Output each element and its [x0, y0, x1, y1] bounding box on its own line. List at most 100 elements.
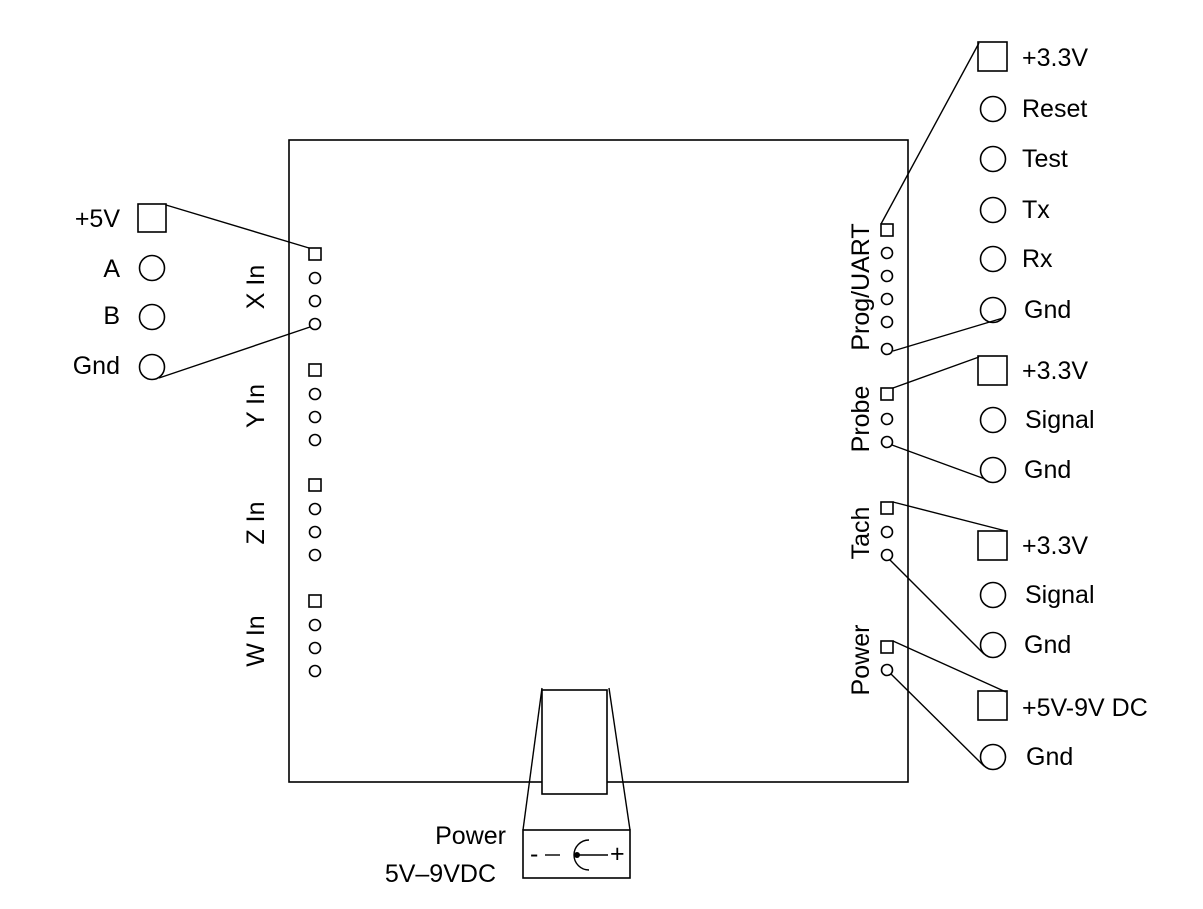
power-ext-label-2: Gnd	[1026, 743, 1073, 771]
left-connector: +5V A B Gnd	[73, 203, 167, 381]
tach-ext-pin-1	[977, 530, 1008, 561]
prog-uart-pin-4	[880, 292, 894, 306]
wire-left-gnd	[158, 326, 311, 379]
tach-pin-2	[880, 525, 894, 539]
w-in-header: W In	[242, 594, 322, 678]
left-pin-label-a: A	[103, 255, 120, 283]
left-pin-label-5v: +5V	[75, 205, 121, 233]
left-pin-label-gnd: Gnd	[73, 352, 120, 380]
prog-uart-ext-label-5: Rx	[1022, 245, 1053, 273]
tach-ext-label-3: Gnd	[1024, 631, 1071, 659]
probe-pin-2	[880, 412, 894, 426]
probe-header: Probe	[847, 386, 894, 453]
wires	[158, 42, 1007, 767]
wire-probe-gnd	[891, 444, 986, 480]
probe-connector: +3.3V Signal Gnd	[977, 355, 1095, 484]
y-in-label: Y In	[242, 384, 270, 428]
prog-uart-ext-pin-5	[979, 245, 1007, 273]
barrel-jack-leader-left	[522, 687, 543, 831]
x-in-pin-1	[308, 247, 322, 261]
wire-prog-uart-gnd	[892, 317, 1004, 352]
left-pin-gnd	[138, 353, 166, 381]
tach-ext-label-2: Signal	[1025, 581, 1095, 609]
probe-label: Probe	[847, 386, 875, 453]
barrel-jack-assembly: - + Power 5V–9VDC	[385, 687, 631, 888]
x-in-pin-3	[308, 294, 322, 308]
power-header: Power	[847, 625, 894, 696]
barrel-jack-plus: +	[610, 840, 625, 868]
y-in-pin-2	[308, 387, 322, 401]
barrel-jack-leader-right	[608, 687, 631, 831]
tach-pin-1	[880, 501, 894, 515]
prog-uart-header: Prog/UART	[847, 223, 894, 356]
tach-ext-pin-3	[979, 631, 1007, 659]
z-in-pin-1	[308, 478, 322, 492]
power-pin-1	[880, 640, 894, 654]
prog-uart-ext-label-2: Reset	[1022, 95, 1087, 123]
prog-uart-ext-pin-4	[979, 196, 1007, 224]
probe-pin-3	[880, 435, 894, 449]
z-in-pin-3	[308, 525, 322, 539]
prog-uart-ext-pin-1	[977, 41, 1008, 72]
left-pin-a	[138, 254, 166, 282]
left-pin-label-b: B	[103, 302, 120, 330]
power-pin-2	[880, 663, 894, 677]
probe-ext-label-3: Gnd	[1024, 456, 1071, 484]
y-in-pin-4	[308, 433, 322, 447]
barrel-jack-rating: 5V–9VDC	[385, 860, 496, 888]
power-ext-pin-1	[977, 690, 1008, 721]
tach-header: Tach	[847, 501, 894, 562]
x-in-pin-2	[308, 271, 322, 285]
prog-uart-pin-1	[880, 223, 894, 237]
power-ext-pin-2	[979, 743, 1007, 771]
wire-prog-uart-top	[880, 42, 980, 225]
prog-uart-ext-label-4: Tx	[1022, 196, 1050, 224]
prog-uart-pin-2	[880, 246, 894, 260]
wire-tach-top	[892, 501, 1007, 532]
power-ext-label-1: +5V-9V DC	[1022, 694, 1148, 722]
tach-ext-pin-2	[979, 581, 1007, 609]
prog-uart-pin-5	[880, 315, 894, 329]
prog-uart-connector: +3.3V Reset Test Tx Rx Gnd	[977, 41, 1088, 324]
w-in-pin-4	[308, 664, 322, 678]
wire-power-gnd	[890, 673, 985, 767]
prog-uart-ext-label-1: +3.3V	[1022, 44, 1088, 72]
power-header-label: Power	[847, 625, 875, 696]
power-connector: +5V-9V DC Gnd	[977, 690, 1148, 771]
y-in-header: Y In	[242, 363, 322, 447]
w-in-pin-1	[308, 594, 322, 608]
prog-uart-ext-label-6: Gnd	[1024, 296, 1071, 324]
x-in-header: X In	[242, 247, 322, 331]
probe-ext-label-1: +3.3V	[1022, 357, 1088, 385]
left-pin-b	[138, 303, 166, 331]
tach-pin-3	[880, 548, 894, 562]
w-in-pin-2	[308, 618, 322, 632]
probe-ext-pin-3	[979, 456, 1007, 484]
z-in-pin-4	[308, 548, 322, 562]
wire-tach-gnd	[889, 559, 985, 655]
prog-uart-pin-6	[880, 342, 894, 356]
circuit-board	[288, 139, 909, 783]
prog-uart-label: Prog/UART	[847, 223, 875, 350]
barrel-jack-minus: -	[530, 840, 538, 868]
left-pin-5v	[137, 203, 167, 233]
wire-left-5v	[165, 204, 310, 249]
w-in-pin-3	[308, 641, 322, 655]
probe-pin-1	[880, 387, 894, 401]
wire-power-top	[892, 640, 1007, 693]
prog-uart-ext-pin-2	[979, 95, 1007, 123]
x-in-label: X In	[242, 265, 270, 309]
y-in-pin-1	[308, 363, 322, 377]
probe-ext-pin-1	[977, 355, 1008, 386]
prog-uart-ext-label-3: Test	[1022, 145, 1068, 173]
barrel-jack-title: Power	[435, 822, 506, 850]
tach-label: Tach	[847, 507, 875, 560]
prog-uart-ext-pin-3	[979, 145, 1007, 173]
wire-probe-top	[892, 356, 980, 389]
y-in-pin-3	[308, 410, 322, 424]
prog-uart-ext-pin-6	[979, 296, 1007, 324]
z-in-label: Z In	[242, 501, 270, 544]
z-in-pin-2	[308, 502, 322, 516]
probe-ext-label-2: Signal	[1025, 406, 1095, 434]
